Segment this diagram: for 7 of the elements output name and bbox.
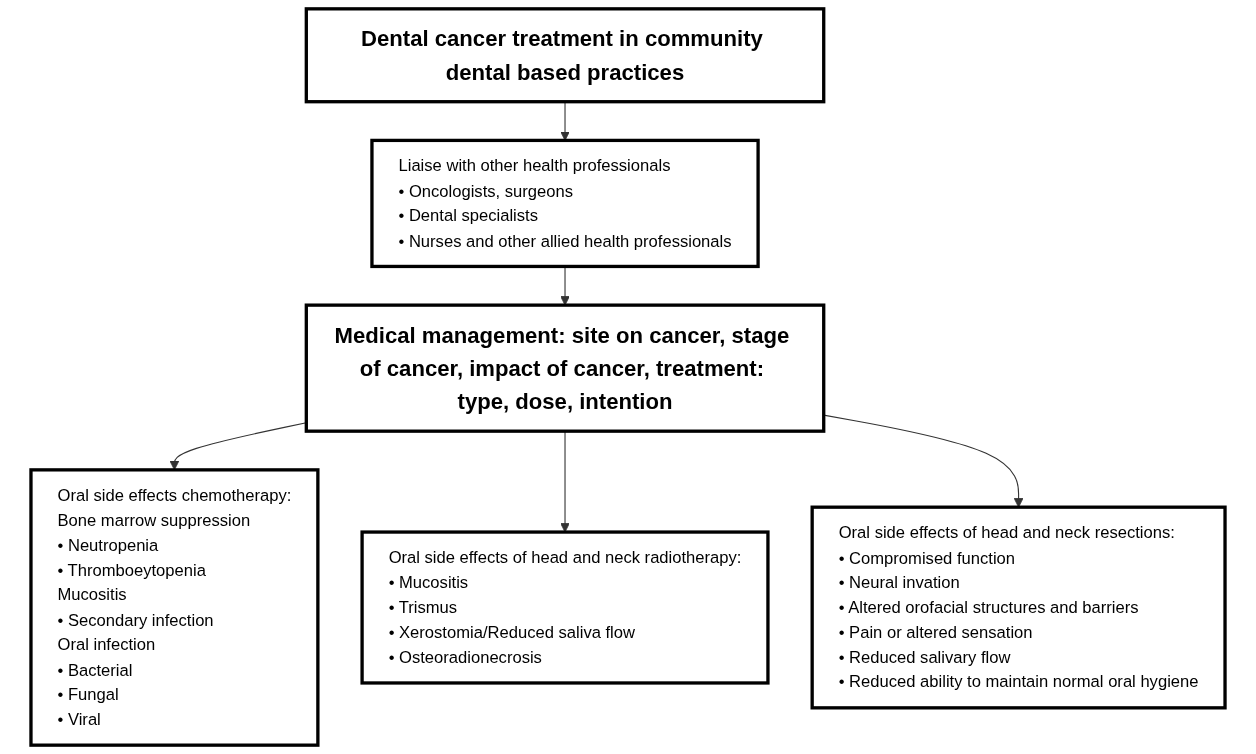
node-box: Medical management: site on cancer, stage of cancer, impact of cancer, treatment: type, dose, intention [304, 303, 826, 433]
arrow [560, 101, 570, 141]
node-box: Oral side effects of head and neck resections: • Compromised function • Neural invation • Altered orofacial structures and barriers • Pain or altered sensation • Reduced salivary flow • Reduced ability to maintain normal oral hygiene [810, 505, 1227, 710]
node-box: Oral side effects chemotherapy: Bone marrow suppression • Neutropenia • Thromboeytopenia Mucositis • Secondary infection Oral infection • Bacterial • Fungal • Viral [29, 468, 320, 747]
node-box: Liaise with other health professionals • Oncologists, surgeons • Dental specialists • Nurses and other allied health professionals [370, 138, 760, 269]
node-box: Dental cancer treatment in community dental based practices [304, 7, 826, 104]
node-box: Oral side effects of head and neck radiotherapy: • Mucositis • Trismus • Xerostomia/Reduced saliva flow • Osteoradionecrosis [360, 530, 770, 685]
